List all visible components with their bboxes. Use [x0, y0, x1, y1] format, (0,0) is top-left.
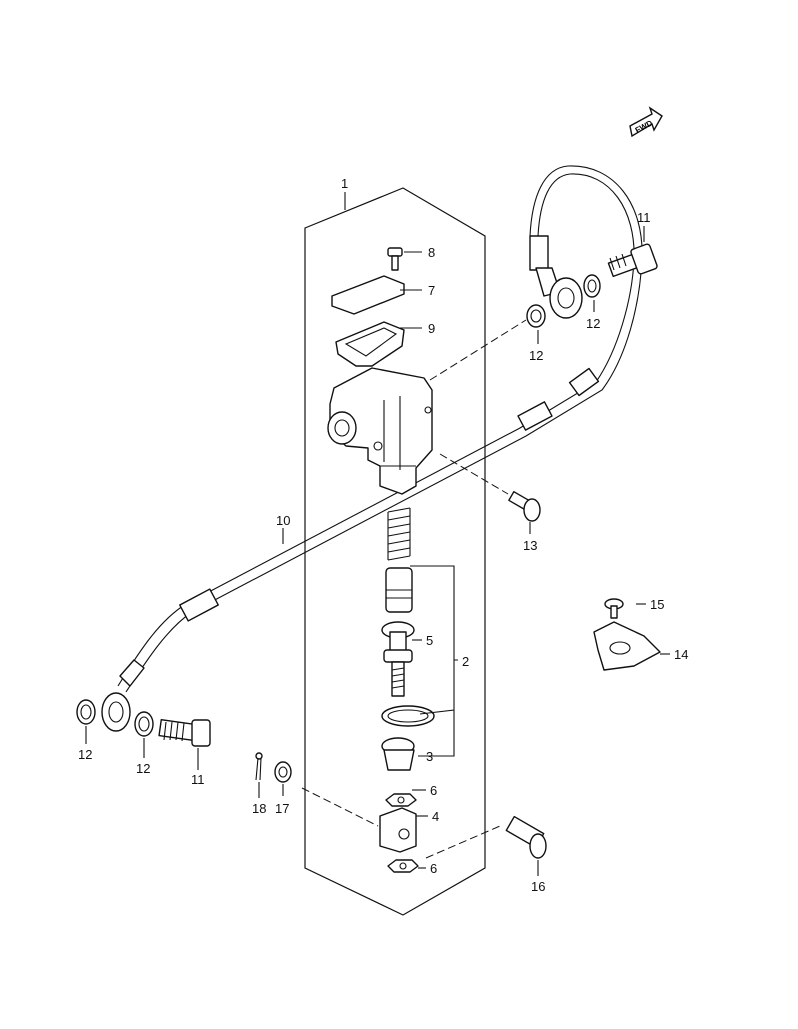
gasket-lower-left	[76, 699, 96, 725]
union-eye-upper	[549, 277, 583, 319]
joint-clevis	[379, 807, 417, 853]
callout-7: 7	[428, 283, 435, 298]
callout-2: 2	[462, 654, 469, 669]
cap-screw	[387, 247, 403, 271]
callout-6a: 6	[430, 783, 437, 798]
callout-10: 10	[276, 513, 290, 528]
callout-15: 15	[650, 597, 664, 612]
washer	[274, 761, 292, 783]
gasket-upper-right	[583, 274, 601, 298]
callout-3: 3	[426, 749, 433, 764]
master-cylinder-body	[327, 367, 433, 495]
callout-11b: 11	[191, 772, 205, 787]
reservoir-bracket	[593, 621, 661, 671]
spring	[387, 507, 411, 561]
gasket-lower-right	[134, 711, 154, 737]
leader-lines	[85, 192, 670, 876]
callout-17: 17	[275, 801, 289, 816]
assembly-boundary	[304, 187, 486, 916]
fwd-arrow-badge: FWD	[629, 106, 663, 138]
callout-8: 8	[428, 245, 435, 260]
nut-lower	[387, 859, 419, 873]
callout-13: 13	[523, 538, 537, 553]
union-bolt-upper	[607, 243, 658, 278]
callout-6b: 6	[430, 861, 437, 876]
bracket-screw	[604, 598, 624, 619]
callout-1: 1	[341, 176, 348, 191]
callout-9: 9	[428, 321, 435, 336]
callout-12a: 12	[529, 348, 543, 363]
piston-cup	[385, 567, 413, 613]
callout-14: 14	[674, 647, 688, 662]
cotter-pin	[255, 752, 263, 781]
nut-upper	[385, 793, 417, 807]
reservoir-cap	[331, 275, 405, 315]
union-bolt-lower	[158, 719, 211, 747]
callout-labels: 1 2 3 4 5 6 6 7 8 9 10 11 11 12 12 12 12…	[78, 176, 688, 894]
callout-5: 5	[426, 633, 433, 648]
clevis-pin	[505, 815, 547, 859]
callout-18: 18	[252, 801, 266, 816]
push-rod	[381, 621, 415, 697]
callout-12d: 12	[136, 761, 150, 776]
union-eye-lower	[101, 692, 131, 732]
callout-12b: 12	[586, 316, 600, 331]
circlip	[381, 705, 435, 727]
mounting-bolt	[508, 490, 541, 522]
gasket-upper-left	[526, 304, 546, 328]
callout-4: 4	[432, 809, 439, 824]
callout-16: 16	[531, 879, 545, 894]
diaphragm	[335, 321, 405, 367]
callout-12c: 12	[78, 747, 92, 762]
boot	[381, 737, 415, 771]
callout-11a: 11	[637, 210, 651, 225]
